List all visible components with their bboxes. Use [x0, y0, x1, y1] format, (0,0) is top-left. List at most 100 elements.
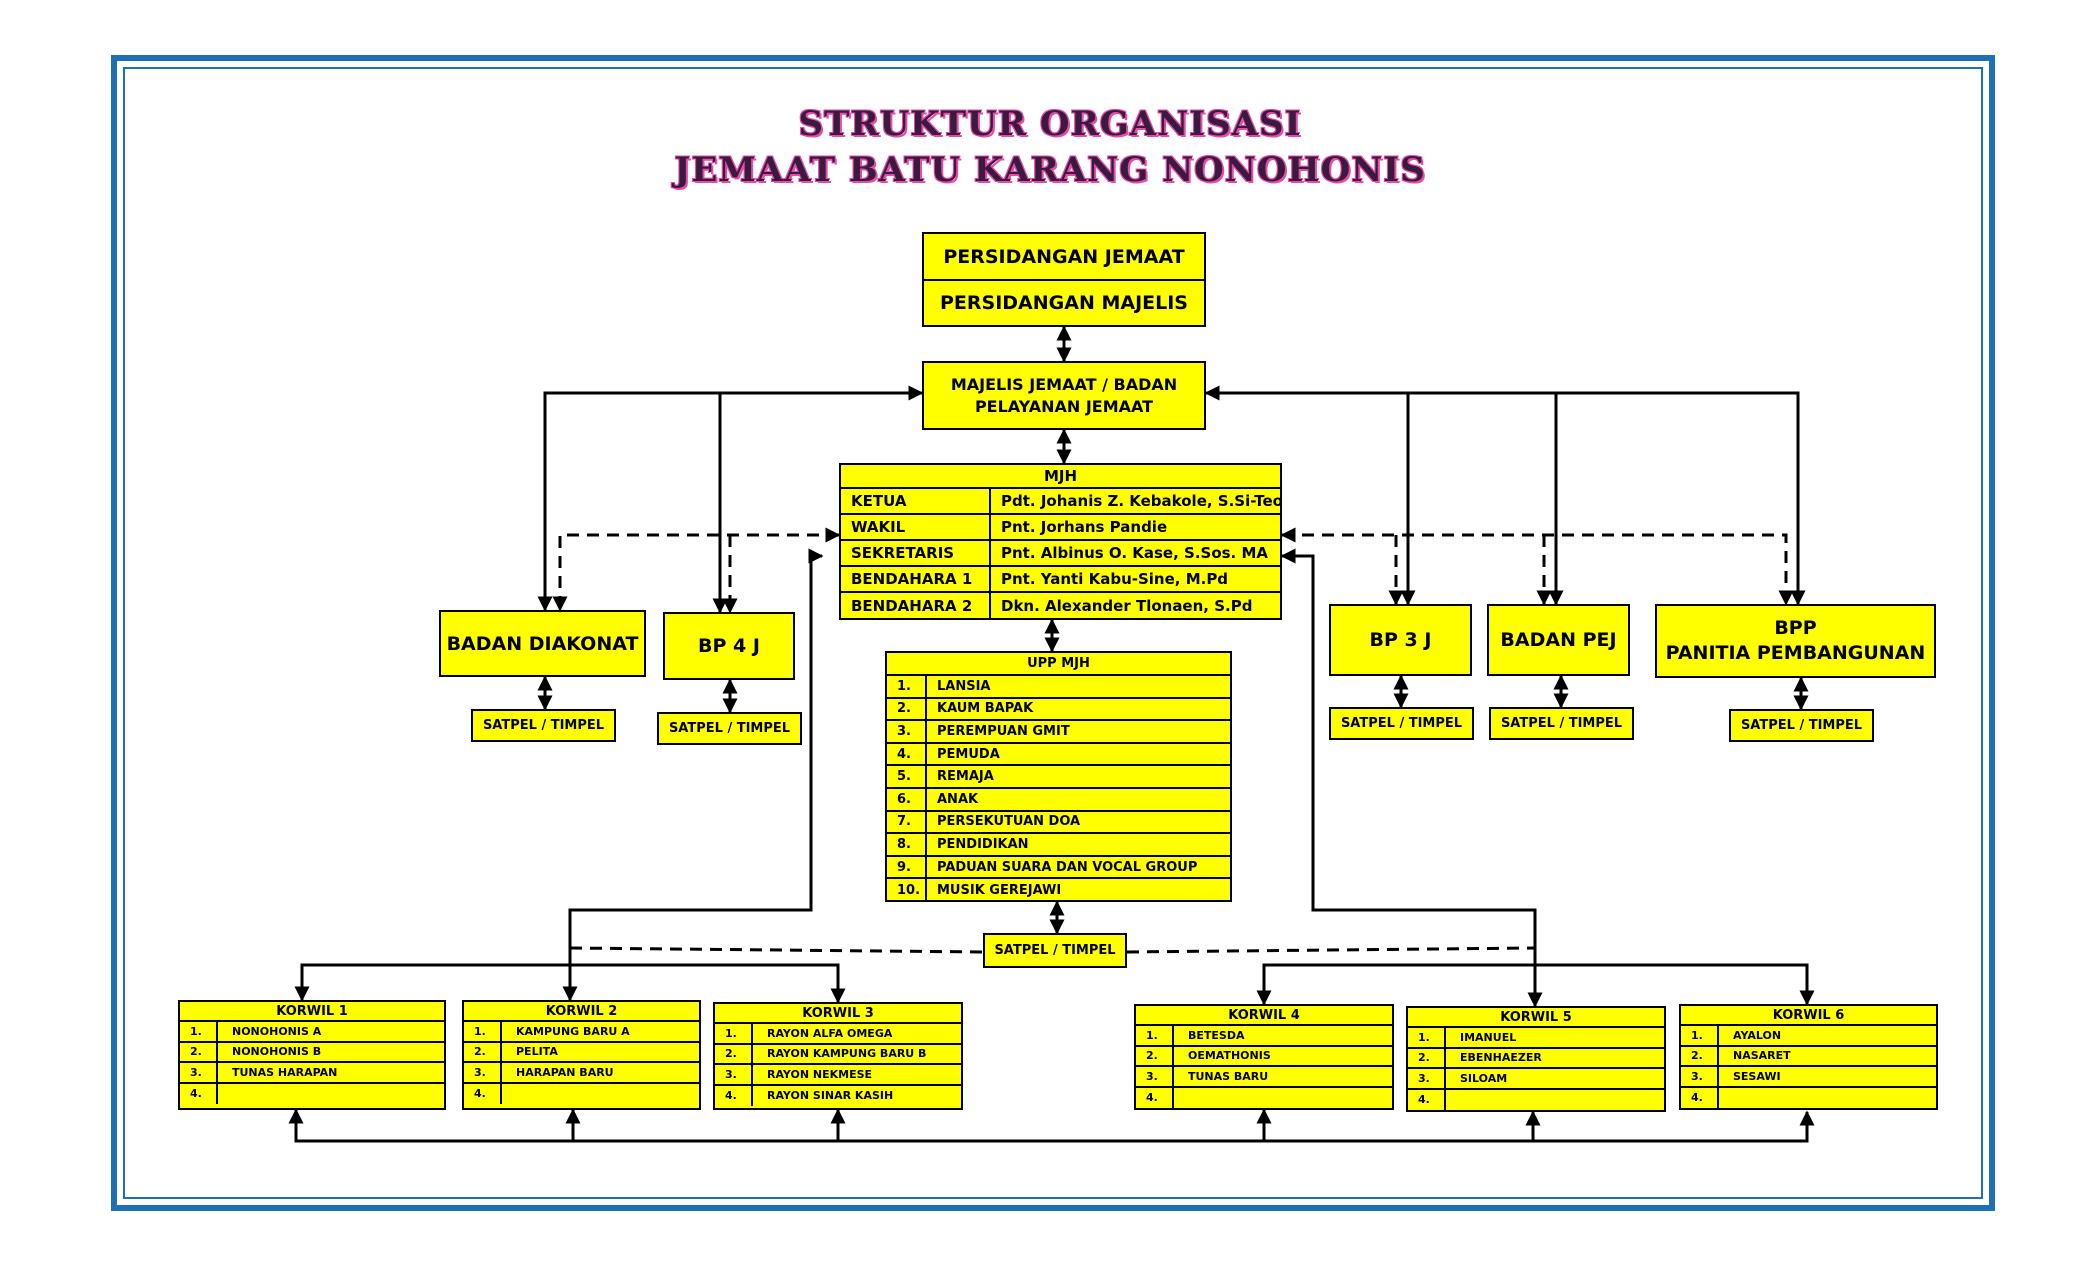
korwil-row: 4. [1136, 1087, 1392, 1109]
korwil-row-label [1446, 1090, 1664, 1111]
korwil-row-label: EBENHAEZER [1460, 1051, 1542, 1065]
upp-row: 9.PADUAN SUARA DAN VOCAL GROUP [887, 856, 1230, 880]
upp-row-number: 4. [887, 743, 927, 765]
satpel-bpp: SATPEL / TIMPEL [1729, 709, 1874, 742]
mjh-name: Pdt. Johanis Z. Kebakole, S.Si-Teol [1001, 492, 1280, 510]
inner-frame [123, 67, 1983, 1199]
korwil-row: 2.PELITA [464, 1042, 699, 1063]
korwil-row-label: KAMPUNG BARU A [516, 1024, 630, 1038]
upp-row-number: 2. [887, 698, 927, 720]
korwil-header: KORWIL 3 [715, 1004, 961, 1024]
mjh-role: SEKRETARIS [841, 541, 991, 565]
mjh-row: WAKIL Pnt. Jorhans Pandie [841, 515, 1280, 541]
korwil-row-label: BETESDA [1188, 1028, 1245, 1042]
korwil-row-number: 4. [715, 1085, 753, 1106]
korwil-header-label: KORWIL 6 [1772, 1007, 1845, 1023]
korwil-row-label: TUNAS BARU [1188, 1069, 1269, 1083]
korwil-row: 1.IMANUEL [1408, 1028, 1664, 1049]
badan-pej-label: BADAN PEJ [1500, 629, 1617, 651]
bp3j-box: BP 3 J [1329, 604, 1472, 676]
satpel-diakonat: SATPEL / TIMPEL [471, 709, 616, 742]
korwil-row-label: SILOAM [1460, 1071, 1508, 1085]
majelis-jemaat-box: MAJELIS JEMAAT / BADAN PELAYANAN JEMAAT [922, 361, 1206, 430]
chart-title-line-2: JEMAAT BATU KARANG NONOHONIS [674, 150, 1426, 190]
upp-row-label: LANSIA [937, 678, 991, 694]
badan-diakonat-box: BADAN DIAKONAT [439, 610, 646, 677]
upp-row-label: PEMUDA [937, 746, 1000, 762]
korwil-row: 2.RAYON KAMPUNG BARU B [715, 1044, 961, 1065]
outer-frame [111, 55, 1995, 1211]
mjh-role: BENDAHARA 2 [841, 593, 991, 619]
korwil-row-label: SESAWI [1733, 1069, 1781, 1083]
korwil-row: 3.SILOAM [1408, 1069, 1664, 1090]
satpel-upp: SATPEL / TIMPEL [983, 933, 1127, 968]
korwil-row-number: 1. [1136, 1026, 1174, 1045]
mjh-name: Pnt. Albinus O. Kase, S.Sos. MA [1001, 544, 1269, 562]
korwil-row: 4. [1681, 1087, 1936, 1109]
upp-header: UPP MJH [887, 653, 1230, 676]
korwil-header: KORWIL 2 [464, 1002, 699, 1022]
upp-row: 5.REMAJA [887, 766, 1230, 789]
mjh-name: Pnt. Yanti Kabu-Sine, M.Pd [1001, 570, 1229, 588]
persidangan-jemaat-box: PERSIDANGAN JEMAAT [924, 234, 1204, 281]
korwil-row-label [1719, 1088, 1936, 1109]
korwil-row-number: 2. [715, 1044, 753, 1063]
korwil-row-label: NONOHONIS B [232, 1045, 322, 1059]
korwil-row: 4. [464, 1083, 699, 1104]
line-majelis-diakonat [537, 385, 924, 612]
line-korwil6 [1535, 963, 1815, 1006]
korwil-row: 2. EBENHAEZER [1408, 1048, 1664, 1069]
korwil-row: 4. [180, 1083, 444, 1104]
korwil-row: 2. NASARET [1681, 1046, 1936, 1067]
upp-row-label: PEREMPUAN GMIT [937, 723, 1070, 739]
satpel-badanpej: SATPEL / TIMPEL [1489, 707, 1634, 740]
korwil-row-number: 3. [464, 1063, 502, 1082]
dashed-mjh-diakonat [552, 527, 841, 612]
satpel-label: SATPEL / TIMPEL [994, 943, 1116, 958]
panitia-pembangunan-label: PANITIA PEMBANGUNAN [1665, 642, 1926, 664]
korwil-row-label: NASARET [1733, 1049, 1791, 1063]
korwil-row: 3.TUNAS HARAPAN [180, 1063, 444, 1084]
upp-row: 7.PERSEKUTUAN DOA [887, 811, 1230, 835]
korwil-header: KORWIL 6 [1681, 1006, 1936, 1026]
korwil-row-number: 2. [1408, 1048, 1446, 1067]
korwil-row-number: 2. [1681, 1046, 1719, 1065]
dashed-mjh-bpp [1280, 527, 1794, 606]
korwil-header: KORWIL 1 [180, 1002, 444, 1022]
mjh-row: KETUA Pdt. Johanis Z. Kebakole, S.Si-Teol [841, 489, 1280, 515]
upp-row: 3.PEREMPUAN GMIT [887, 721, 1230, 744]
korwil-row-label: RAYON ALFA OMEGA [767, 1026, 893, 1040]
upp-row: 6.ANAK [887, 788, 1230, 812]
korwil-row-label: NONOHONIS A [232, 1024, 322, 1038]
upp-row-number: 1. [887, 676, 927, 697]
korwil-row-number: 4. [1408, 1089, 1446, 1110]
mjh-name: Pnt. Jorhans Pandie [1001, 518, 1168, 536]
korwil-row-label [1174, 1088, 1392, 1109]
persidangan-jemaat-label: PERSIDANGAN JEMAAT [943, 245, 1185, 268]
korwil-row-label: RAYON SINAR KASIH [767, 1089, 894, 1103]
upp-row: 2.KAUM BAPAK [887, 698, 1230, 722]
korwil-row: 4. RAYON SINAR KASIH [715, 1085, 961, 1106]
korwil-row-number: 1. [1681, 1026, 1719, 1045]
mjh-header-label: MJH [1043, 467, 1078, 485]
korwil-row: 2. NONOHONIS B [180, 1042, 444, 1063]
mjh-role: WAKIL [841, 515, 991, 539]
korwil-row-number: 3. [1136, 1067, 1174, 1086]
persidangan-majelis-label: PERSIDANGAN MAJELIS [939, 292, 1188, 314]
korwil-row-number: 3. [1681, 1067, 1719, 1086]
korwil-row-number: 2. [180, 1042, 218, 1061]
satpel-label: SATPEL / TIMPEL [1500, 716, 1623, 731]
korwil-row-number: 4. [1136, 1087, 1174, 1108]
korwil-row-number: 2. [464, 1042, 502, 1061]
line-korwil3 [570, 963, 846, 1004]
mjh-role: KETUA [841, 489, 991, 513]
korwil-row-number: 1. [715, 1024, 753, 1043]
korwil-row: 3. TUNAS BARU [1136, 1067, 1392, 1088]
mjh-table: MJH KETUA Pdt. Johanis Z. Kebakole, S.Si-… [839, 463, 1282, 620]
